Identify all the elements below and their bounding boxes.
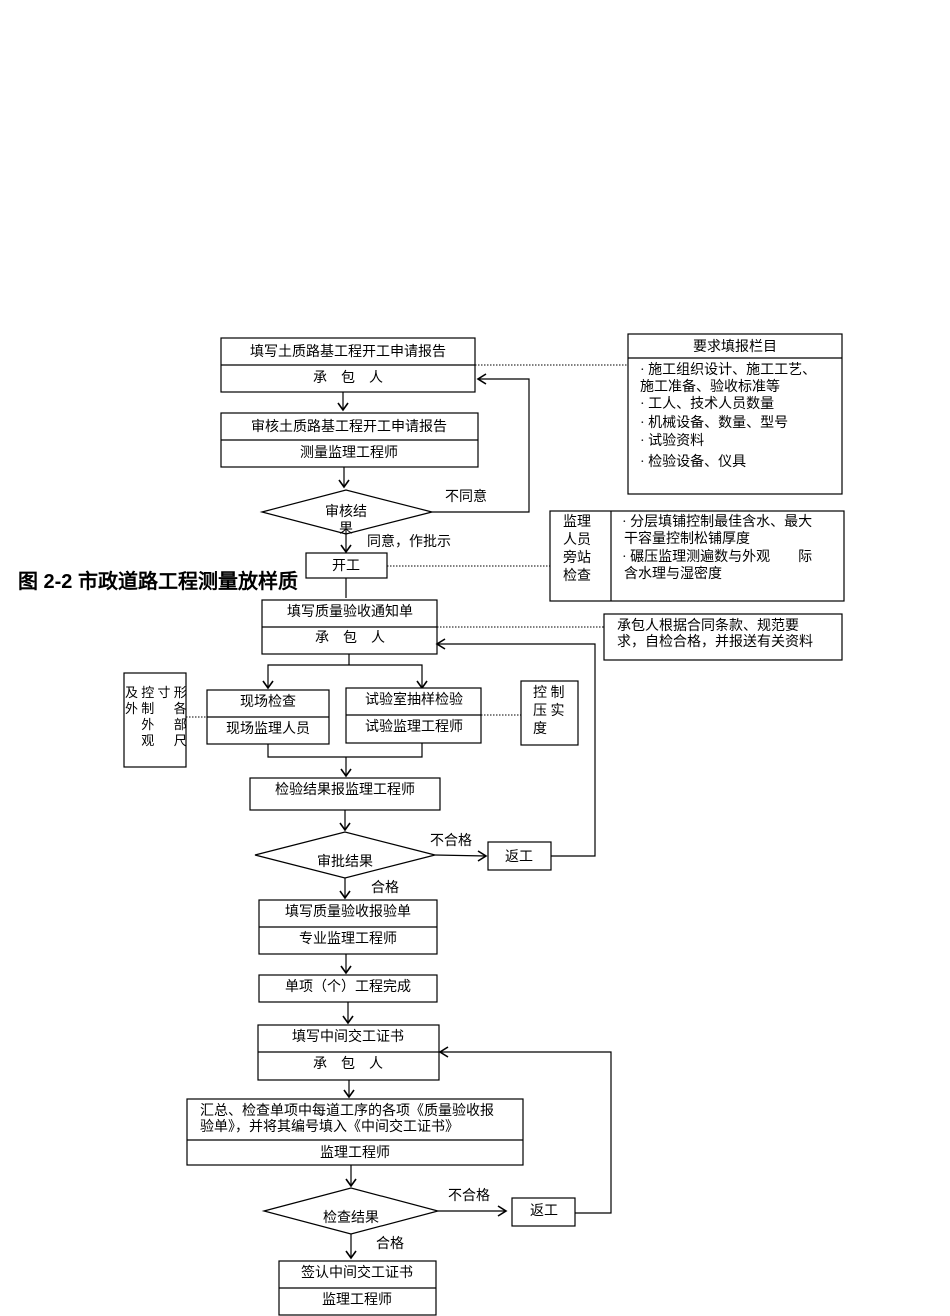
note-text: 度 <box>533 721 547 737</box>
arrow-icon <box>435 638 446 650</box>
start-label: 开工 <box>332 559 360 574</box>
field-title: 现场检查 <box>240 694 296 710</box>
arrow-icon <box>339 822 351 832</box>
decision-text: 审批结果 <box>317 854 373 870</box>
supervision-box: 监理 人员 旁站 检查 · 分层填铺控制最佳含水、最大 干容量控制松铺厚度 · … <box>549 510 845 602</box>
field-check-box: 现场检查 现场监理人员 <box>206 689 330 745</box>
supervision-left: 检查 <box>563 568 591 584</box>
cert-role: 承 包 人 <box>313 1056 383 1072</box>
review-decision: 审核结 果 <box>259 489 433 537</box>
pass-label: 合格 <box>376 1236 404 1252</box>
note-text: 控 制 <box>533 685 565 701</box>
decision-text: 审核结 <box>325 504 367 520</box>
requirement-item: · 施工组织设计、施工工艺、 <box>640 362 816 378</box>
lab-note-box: 控 制 压 实 度 <box>520 680 579 746</box>
inspection-title: 填写质量验收报验单 <box>285 904 411 920</box>
summary-box: 汇总、检查单项中每道工序的各项《质量验收报 验单》，并将其编号填入《中间交工证书… <box>186 1098 524 1166</box>
supervision-item: 含水理与湿密度 <box>624 565 722 582</box>
apply-role: 承 包 人 <box>313 370 383 386</box>
arrow-icon <box>340 965 352 975</box>
inspection-box: 填写质量验收报验单 专业监理工程师 <box>258 899 438 955</box>
notice-box: 填写质量验收通知单 承 包 人 <box>261 599 438 655</box>
report-text: 检验结果报监理工程师 <box>275 782 415 798</box>
field-role: 现场监理人员 <box>226 721 310 737</box>
arrow-icon <box>342 1015 354 1025</box>
supervision-left: 监理 <box>563 514 591 530</box>
sign-box: 签认中间交工证书 监理工程师 <box>278 1260 437 1316</box>
start-box: 开工 <box>305 552 388 579</box>
review-role: 测量监理工程师 <box>300 445 398 461</box>
arrow-icon <box>338 479 350 489</box>
rework-label: 返工 <box>505 849 533 865</box>
requirement-item: · 试验资料 <box>640 433 704 449</box>
supervision-item: 干容量控制松铺厚度 <box>624 530 750 547</box>
arrow-icon <box>345 1250 357 1260</box>
pass-label: 合格 <box>371 880 399 896</box>
complete-box: 单项（个）工程完成 <box>258 974 438 1003</box>
sign-title: 签认中间交工证书 <box>301 1264 413 1281</box>
review-title: 审核土质路基工程开工申请报告 <box>251 418 447 435</box>
supervision-item: · 碾压监理测遍数与外观 际 <box>622 549 812 565</box>
arrow-icon <box>340 768 352 778</box>
note-text: 外 制 各 <box>125 701 187 716</box>
note-text: 求，自检合格，并报送有关资料 <box>617 634 813 650</box>
supervision-left: 人员 <box>563 532 591 548</box>
apply-title: 填写土质路基工程开工申请报告 <box>250 343 446 360</box>
requirements-box: 要求填报栏目 · 施工组织设计、施工工艺、 施工准备、验收标准等 · 工人、技术… <box>627 333 843 495</box>
arrow-icon <box>337 402 349 412</box>
approve-label: 同意，作批示 <box>367 533 451 550</box>
notice-role: 承 包 人 <box>315 630 385 646</box>
check-decision: 检查结果 <box>261 1187 441 1235</box>
requirements-header: 要求填报栏目 <box>693 339 777 355</box>
rework-box: 返工 <box>511 1197 576 1227</box>
report-box: 检验结果报监理工程师 <box>249 777 441 811</box>
lab-role: 试验监理工程师 <box>365 719 463 735</box>
note-text: 外 部 <box>125 717 187 732</box>
arrow-icon <box>345 1178 357 1188</box>
figure-title: 图 2-2 市政道路工程测量放样质 <box>18 569 298 593</box>
arrow-icon <box>476 373 487 385</box>
fail-label: 不合格 <box>448 1188 490 1204</box>
summary-role: 监理工程师 <box>320 1145 390 1161</box>
summary-text: 汇总、检查单项中每道工序的各项《质量验收报 <box>200 1103 494 1119</box>
notice-title: 填写质量验收通知单 <box>287 603 413 620</box>
inspection-role: 专业监理工程师 <box>299 931 397 947</box>
reject-label: 不同意 <box>445 488 487 505</box>
lab-test-box: 试验室抽样检验 试验监理工程师 <box>345 687 482 744</box>
requirement-item: · 检验设备、仪具 <box>640 453 746 470</box>
cert-box: 填写中间交工证书 承 包 人 <box>257 1024 440 1081</box>
rework-label: 返工 <box>530 1203 558 1219</box>
note-text: 承包人根据合同条款、规范要 <box>617 617 799 634</box>
summary-text: 验单》，并将其编号填入《中间交工证书》 <box>200 1118 459 1135</box>
arrow-icon <box>339 890 351 900</box>
note-text: 及 控 寸 形 <box>125 685 187 700</box>
note-text: 压 实 <box>533 703 565 719</box>
requirement-item: · 工人、技术人员数量 <box>640 396 774 412</box>
arrow-icon <box>343 1089 355 1099</box>
requirement-item: 施工准备、验收标准等 <box>640 378 780 395</box>
lab-title: 试验室抽样检验 <box>365 691 463 708</box>
complete-text: 单项（个）工程完成 <box>285 979 411 995</box>
arrow-icon <box>497 1205 508 1217</box>
sign-role: 监理工程师 <box>322 1292 392 1308</box>
apply-box: 填写土质路基工程开工申请报告 承 包 人 <box>220 337 476 393</box>
field-note-box: 及 控 寸 形 外 制 各 外 部 观 尺 <box>123 672 187 768</box>
rework-box: 返工 <box>487 841 552 871</box>
cert-title: 填写中间交工证书 <box>292 1028 404 1045</box>
notice-note-box: 承包人根据合同条款、规范要 求，自检合格，并报送有关资料 <box>603 613 843 661</box>
arrow-icon <box>340 544 352 554</box>
fail-label: 不合格 <box>430 833 472 849</box>
approval-decision: 审批结果 <box>254 831 436 879</box>
arrow-icon <box>438 1046 449 1058</box>
note-text: 观 尺 <box>125 733 187 748</box>
arrow-icon <box>262 680 274 690</box>
decision-text: 果 <box>339 522 353 537</box>
supervision-item: · 分层填铺控制最佳含水、最大 <box>622 514 812 530</box>
requirement-item: · 机械设备、数量、型号 <box>640 414 788 431</box>
arrow-icon <box>477 850 488 862</box>
review-box: 审核土质路基工程开工申请报告 测量监理工程师 <box>220 412 479 468</box>
supervision-left: 旁站 <box>563 549 591 566</box>
decision-text: 检查结果 <box>323 1210 379 1226</box>
